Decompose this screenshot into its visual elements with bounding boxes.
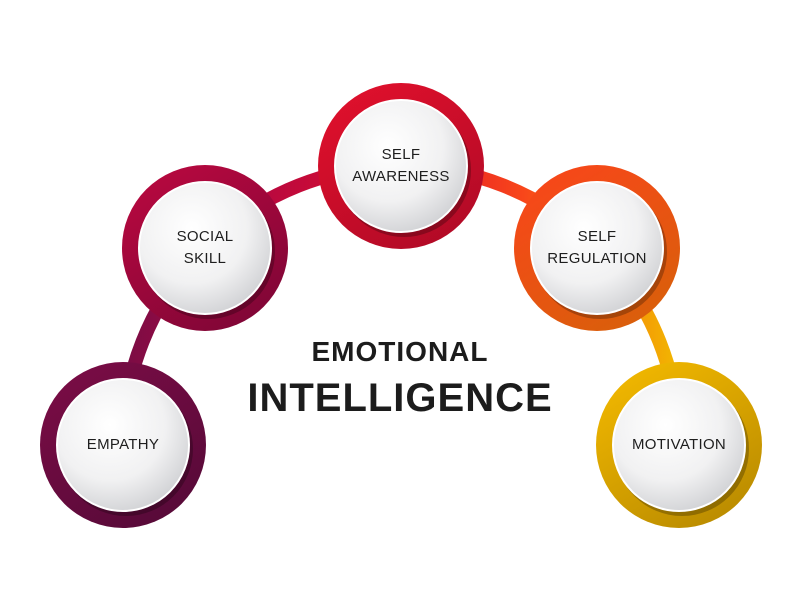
node-label: SOCIAL SKILL [176, 228, 234, 267]
node-inner-disc [334, 99, 468, 233]
node-motivation: MOTIVATION [613, 379, 745, 511]
node-inner-disc [530, 181, 664, 315]
title-line-2: INTELLIGENCE [247, 376, 553, 420]
node-self-awareness: SELF AWARENESS [335, 100, 467, 232]
node-inner-disc [612, 378, 746, 512]
node-inner-disc [138, 181, 272, 315]
node-label: SELF AWARENESS [352, 146, 450, 185]
node-label: MOTIVATION [631, 436, 727, 453]
title-line-1: EMOTIONAL [311, 336, 489, 367]
node-empathy: EMPATHY [57, 379, 189, 511]
node-label: EMPATHY [86, 436, 160, 453]
node-inner-disc [56, 378, 190, 512]
node-self-regulation: SELF REGULATION [531, 182, 663, 314]
node-label: SELF REGULATION [547, 228, 647, 267]
node-social-skill: SOCIAL SKILL [139, 182, 271, 314]
